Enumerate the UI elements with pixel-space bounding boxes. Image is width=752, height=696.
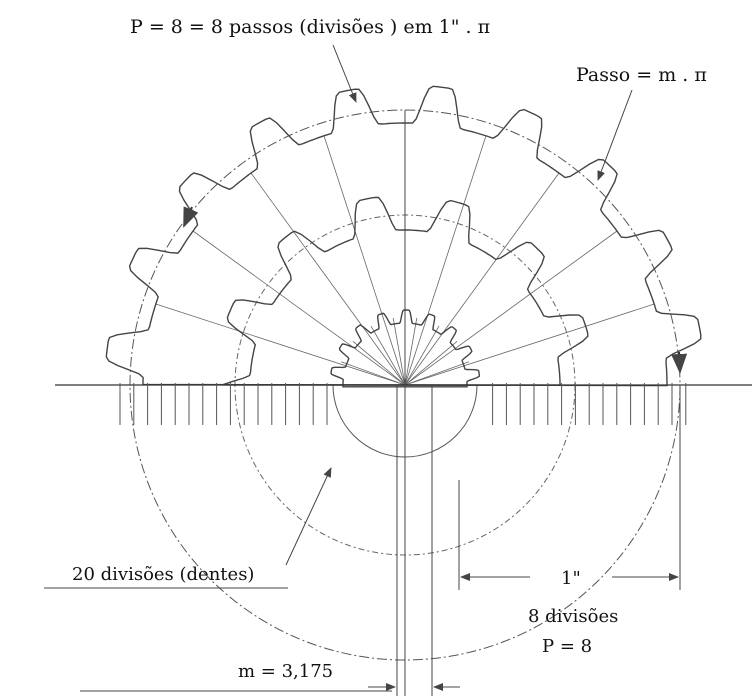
p-eq-label: P = 8 — [542, 636, 592, 657]
radial-line — [392, 317, 406, 386]
gear-large-profile — [105, 85, 702, 387]
radial-line — [340, 361, 406, 386]
radial-line — [404, 317, 418, 386]
radial-lines — [155, 123, 655, 386]
radial-line — [404, 135, 487, 386]
radial-line — [404, 340, 458, 386]
passo-formula-label: Passo = m . π — [576, 64, 707, 86]
gears — [105, 85, 702, 388]
one-inch-label: 1" — [561, 568, 581, 589]
radial-line — [404, 303, 655, 386]
radial-line — [155, 303, 406, 386]
radial-line — [250, 172, 406, 386]
leader-lines — [44, 44, 688, 692]
top-formula-leader — [332, 44, 357, 103]
rack-ticks — [119, 383, 687, 425]
labels: P = 8 = 8 passos (divisões ) em 1" . π P… — [72, 16, 707, 682]
module-label: m = 3,175 — [238, 661, 333, 682]
radial-line — [404, 230, 618, 386]
radial-line — [404, 361, 470, 386]
rack-baseline — [55, 383, 752, 425]
eight-div-label: 8 divisões — [528, 606, 618, 627]
top-formula-label: P = 8 = 8 passos (divisões ) em 1" . π — [130, 16, 490, 38]
radial-line — [370, 325, 406, 386]
pitch-arrow-right — [671, 351, 688, 374]
gear-small-profile — [330, 309, 481, 388]
gear-medium-profile — [221, 196, 589, 386]
center-lines — [396, 110, 433, 696]
radial-line — [323, 135, 406, 386]
passo-leader — [597, 89, 633, 181]
twenty-div-leader — [285, 467, 332, 566]
radial-line — [192, 230, 406, 386]
pitch-arrow-left — [183, 206, 199, 228]
radial-line — [352, 340, 406, 386]
twenty-div-label: 20 divisões (dentes) — [72, 564, 254, 585]
radial-line — [404, 325, 440, 386]
radial-line — [404, 172, 560, 386]
